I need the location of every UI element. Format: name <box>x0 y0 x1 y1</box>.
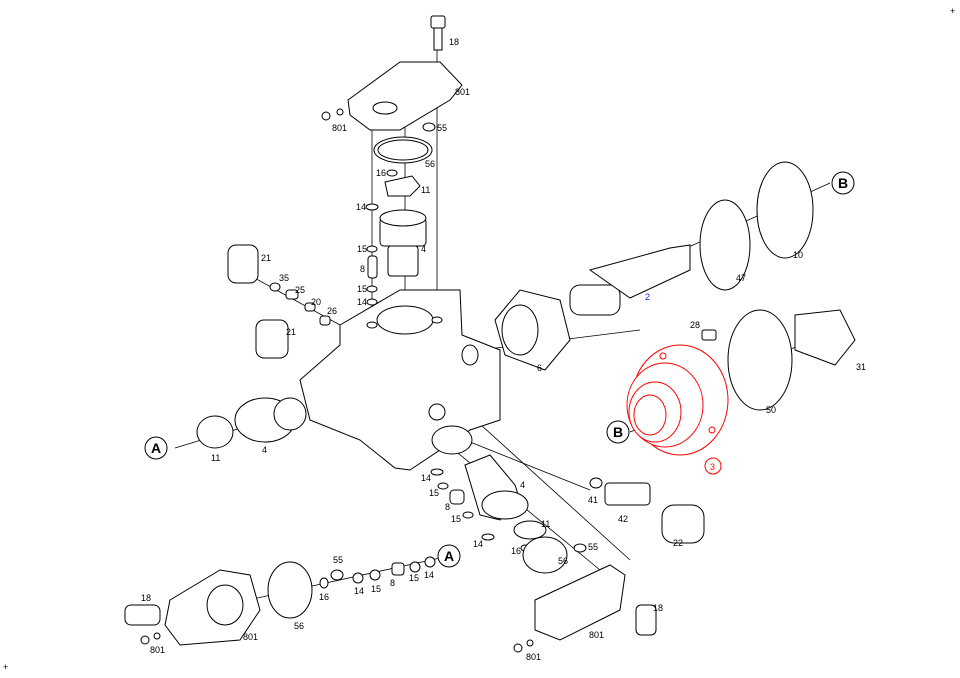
label-left-cap21b: 21 <box>286 327 296 337</box>
label-left-part26: 26 <box>327 306 337 316</box>
callout-a-left: A <box>151 440 161 456</box>
label-top-pin8: 8 <box>360 264 365 274</box>
label-ring50: 50 <box>766 405 776 415</box>
label-br-cover801: 801 <box>589 630 604 640</box>
label-shaft2: 2 <box>645 292 650 302</box>
bottom-left-assembly <box>124 556 436 646</box>
label-mid-seal56: 56 <box>558 556 568 566</box>
label-top-ring16: 16 <box>376 168 386 178</box>
label-br-screw801: 801 <box>526 652 541 662</box>
label-mid-ring16: 16 <box>511 546 521 556</box>
label-bl-ring16: 16 <box>319 592 329 602</box>
drive-shaft-assembly <box>494 161 856 411</box>
label-bushing6: 6 <box>537 363 542 373</box>
label-cap22: 22 <box>673 538 683 548</box>
left-parts <box>196 244 331 449</box>
label-left-part20: 20 <box>311 297 321 307</box>
callout-part-3: 3 <box>710 462 715 472</box>
corner-mark-top: + <box>950 6 955 16</box>
label-br-bolt18: 18 <box>653 603 663 613</box>
label-bl-seal56: 56 <box>294 621 304 631</box>
label-bl-ring15a: 15 <box>409 573 419 583</box>
part-labels: 18 801 801 55 56 16 11 14 15 4 8 15 14 2… <box>141 37 866 662</box>
label-top-spring4: 4 <box>421 244 426 254</box>
label-mid-pin8: 8 <box>445 502 450 512</box>
label-top-plate11: 11 <box>421 185 430 195</box>
label-bl-washer14b: 14 <box>354 586 364 596</box>
label-top-washer14a: 14 <box>356 202 366 212</box>
label-top-ring15b: 15 <box>357 284 367 294</box>
lower-element-stack <box>430 454 705 653</box>
label-mid-spring4: 4 <box>520 480 525 490</box>
label-bl-bolt18: 18 <box>141 593 151 603</box>
label-bl-cover801: 801 <box>243 632 258 642</box>
top-cover-assembly <box>321 15 463 306</box>
pump-body <box>299 289 501 471</box>
label-left-spring4: 4 <box>262 445 267 455</box>
label-bl-pin8: 8 <box>390 578 395 588</box>
corner-mark-bottom: + <box>3 662 8 672</box>
label-ring47: 47 <box>736 273 746 283</box>
label-top-seal56: 56 <box>425 159 435 169</box>
label-mid-ring15b: 15 <box>451 514 461 524</box>
label-left-part25: 25 <box>295 285 305 295</box>
label-left-plate11: 11 <box>211 453 220 463</box>
label-mid-plate11: 11 <box>541 519 550 529</box>
label-bl-ring55: 55 <box>333 555 343 565</box>
label-bl-washer14a: 14 <box>424 570 434 580</box>
label-left-cap21a: 21 <box>261 253 271 263</box>
label-bracket31: 31 <box>856 362 866 372</box>
label-mid-washer14b: 14 <box>473 539 483 549</box>
callout-a-bottom: A <box>444 548 454 564</box>
label-top-ring55: 55 <box>437 123 447 133</box>
label-mid-ring55: 55 <box>588 542 598 552</box>
label-bl-screw801: 801 <box>150 645 165 655</box>
label-bl-ring15b: 15 <box>371 584 381 594</box>
label-top-ring15a: 15 <box>357 244 367 254</box>
callout-b-flange: B <box>613 424 623 440</box>
label-ring10: 10 <box>793 250 803 260</box>
label-left-ring35: 35 <box>279 273 289 283</box>
reference-callouts: B B A A 3 <box>144 171 855 568</box>
label-fitting42: 42 <box>618 514 628 524</box>
label-mid-ring15a: 15 <box>429 488 439 498</box>
label-top-bolt: 18 <box>449 37 459 47</box>
label-screw28: 28 <box>690 320 700 330</box>
callout-b-top: B <box>838 175 848 191</box>
label-top-washer14b: 14 <box>357 297 367 307</box>
label-top-screw: 801 <box>332 123 347 133</box>
label-mid-washer14a: 14 <box>421 473 431 483</box>
flange-part-3-highlighted <box>626 344 729 456</box>
label-top-cover: 801 <box>455 87 470 97</box>
label-ring41: 41 <box>588 495 598 505</box>
